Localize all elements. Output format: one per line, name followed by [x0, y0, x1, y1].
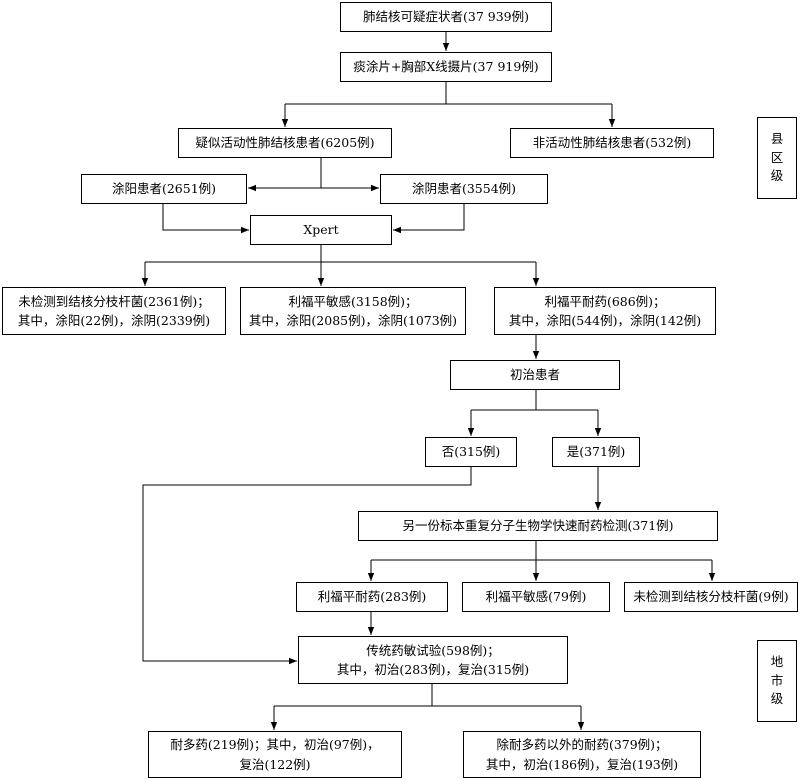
node-active-line: 疑似活动性肺结核患者(6205例) [195, 135, 375, 151]
node-sputum-xray: 痰涂片+胸部X线摄片(37 919例) [340, 52, 552, 82]
node-rif-sensitive: 利福平敏感(3158例)； 其中，涂阳(2085例)，涂阴(1073例) [240, 287, 466, 335]
node-other-resistant-line-1: 除耐多药以外的耐药(379例)； [496, 737, 668, 753]
node-mdr-line-2: 复治(122例) [239, 756, 311, 772]
node-rif-resistant-line-2: 其中，涂阳(544例)，涂阴(142例) [508, 313, 702, 328]
node-yes: 是(371例) [552, 437, 640, 467]
node-active: 疑似活动性肺结核患者(6205例) [178, 128, 392, 158]
node-retest-sensitive-line: 利福平敏感(79例) [485, 589, 587, 605]
level-county-char-1: 县 [770, 130, 784, 146]
node-inactive: 非活动性肺结核患者(532例) [510, 128, 714, 158]
node-smear-positive: 涂阳患者(2651例) [81, 174, 247, 204]
node-retest-sensitive: 利福平敏感(79例) [462, 582, 610, 612]
node-new-patients-line: 初治患者 [509, 367, 560, 383]
node-smear-negative: 涂阴患者(3554例) [380, 174, 548, 204]
node-retest-line: 另一份标本重复分子生物学快速耐药检测(371例) [402, 518, 674, 534]
node-xpert-line: Xpert [303, 222, 339, 238]
connector [142, 467, 472, 665]
node-traditional-dst: 传统药敏试验(598例)； 其中，初治(283例)，复治(315例) [298, 636, 568, 684]
node-not-detected-line-1: 未检测到结核分枝杆菌(2361例)； [18, 293, 210, 309]
node-mdr: 耐多药(219例)；其中，初治(97例)， 复治(122例) [148, 731, 402, 778]
node-traditional-dst-line-1: 传统药敏试验(598例)； [366, 642, 500, 658]
connector [393, 204, 465, 234]
node-rif-resistant-line-1: 利福平耐药(686例)； [544, 293, 666, 309]
node-rif-sensitive-line-1: 利福平敏感(3158例)； [288, 293, 418, 309]
level-city-char-3: 级 [770, 691, 784, 707]
node-suspects-line: 肺结核可疑症状者(37 939例) [363, 9, 529, 25]
connector [162, 204, 249, 234]
level-city: 地 市 级 [757, 640, 797, 722]
node-other-resistant-line-2: 其中，初治(186例)，复治(193例) [485, 756, 679, 772]
node-not-detected: 未检测到结核分枝杆菌(2361例)； 其中，涂阳(22例)，涂阴(2339例) [2, 287, 226, 335]
level-county: 县 区 级 [757, 117, 797, 199]
node-new-patients: 初治患者 [450, 360, 620, 390]
level-city-char-2: 市 [770, 672, 784, 688]
node-retest-resistant-line: 利福平耐药(283例) [317, 589, 427, 605]
node-smear-negative-line: 涂阴患者(3554例) [411, 181, 517, 197]
node-retest-not-detected-line: 未检测到结核分枝杆菌(9例) [633, 589, 789, 605]
node-traditional-dst-line-2: 其中，初治(283例)，复治(315例) [336, 662, 530, 677]
node-smear-positive-line: 涂阳患者(2651例) [111, 181, 217, 197]
node-no: 否(315例) [425, 437, 517, 467]
level-county-char-2: 区 [770, 149, 784, 165]
node-inactive-line: 非活动性肺结核患者(532例) [532, 135, 692, 151]
node-mdr-line-1: 耐多药(219例)；其中，初治(97例)， [170, 737, 380, 753]
node-not-detected-line-2: 其中，涂阳(22例)，涂阴(2339例) [17, 313, 211, 328]
node-suspects: 肺结核可疑症状者(37 939例) [340, 2, 552, 32]
node-yes-line: 是(371例) [566, 444, 626, 460]
node-xpert: Xpert [250, 215, 392, 245]
node-sputum-xray-line: 痰涂片+胸部X线摄片(37 919例) [353, 59, 539, 75]
node-retest-not-detected: 未检测到结核分枝杆菌(9例) [624, 582, 798, 612]
node-rif-resistant: 利福平耐药(686例)； 其中，涂阳(544例)，涂阴(142例) [494, 287, 716, 335]
node-other-resistant: 除耐多药以外的耐药(379例)； 其中，初治(186例)，复治(193例) [463, 731, 701, 778]
node-rif-sensitive-line-2: 其中，涂阳(2085例)，涂阴(1073例) [248, 313, 458, 328]
node-retest-resistant: 利福平耐药(283例) [296, 582, 448, 612]
node-retest: 另一份标本重复分子生物学快速耐药检测(371例) [358, 511, 718, 541]
level-county-char-3: 级 [770, 168, 784, 184]
level-city-char-1: 地 [770, 653, 784, 669]
node-no-line: 否(315例) [441, 444, 501, 460]
